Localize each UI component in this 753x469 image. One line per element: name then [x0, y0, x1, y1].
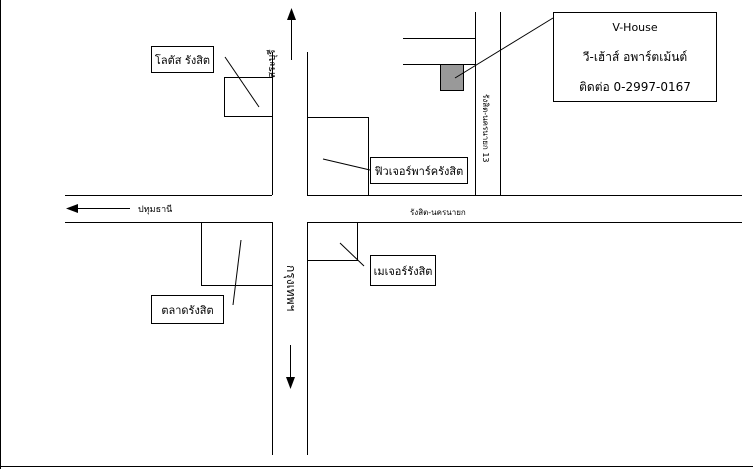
future-park-building	[307, 117, 369, 196]
road-label-soi-13: รังสิต-นครนายก 13	[481, 94, 490, 163]
lotus-leader	[224, 56, 260, 108]
label-future-park: ฟิวเจอร์พาร์ครังสิต	[370, 157, 468, 184]
label-lotus: โลตัส รังสิต	[151, 46, 214, 73]
road-label-rangsit-nakhonnayok: รังสิต-นครนายก	[410, 208, 466, 217]
vhouse-leader	[454, 17, 554, 79]
road-label-pathum-thani: ปทุมธานี	[138, 205, 173, 215]
west-arrow-icon	[66, 204, 78, 213]
vhouse-name-en: V-House	[612, 21, 658, 34]
vhouse-name-th: วี-เฮ้าส์ อพาร์ตเม้นต์	[582, 50, 688, 64]
vhouse-contact: ติดต่อ 0-2997-0167	[579, 80, 691, 94]
future-park-leader	[322, 158, 371, 171]
north-arrow-icon	[287, 8, 296, 20]
road-label-saraburi: สระบุรี	[267, 49, 278, 78]
market-leader	[232, 239, 242, 306]
road-label-bangkok: กรุงเทพฯ	[284, 265, 298, 312]
major-building	[307, 222, 358, 261]
vhouse-info-box: V-House วี-เฮ้าส์ อพาร์ตเม้นต์ ติดต่อ 0-…	[553, 12, 717, 102]
label-market: ตลาดรังสิต	[151, 295, 224, 324]
south-arrow-icon	[286, 377, 295, 389]
lotus-building	[224, 77, 273, 117]
label-major: เมเจอร์รังสิต	[370, 255, 436, 286]
major-leader	[339, 242, 365, 267]
market-building	[201, 222, 273, 286]
vhouse-marker	[440, 64, 464, 91]
